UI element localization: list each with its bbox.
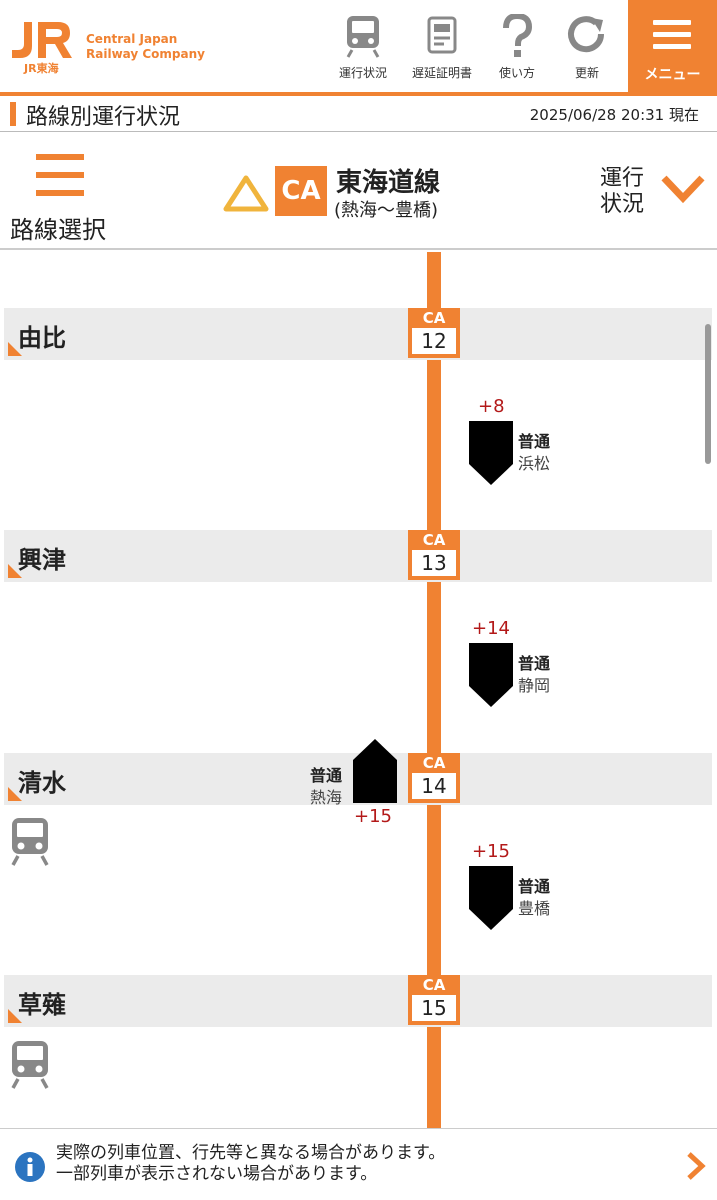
info-icon	[15, 1152, 45, 1182]
chevron-right-icon	[687, 1152, 706, 1180]
station-row-kusanagi[interactable]: 草薙	[4, 975, 712, 1027]
delay-certificate-label: 遅延証明書	[411, 66, 472, 80]
question-icon	[503, 14, 533, 57]
how-to-use-label: 使い方	[498, 66, 535, 80]
app-header: JR東海 Central Japan Railway Company 運行状況 …	[0, 0, 717, 96]
update-timestamp: 2025/06/28 20:31 現在	[529, 106, 699, 124]
line-name: 東海道線	[336, 168, 441, 198]
refresh-icon	[568, 16, 605, 53]
route-select-label: 路線選択	[10, 216, 106, 244]
menu-button[interactable]: メニュー	[628, 0, 717, 92]
train-marker[interactable]: +14 普通 静岡	[466, 618, 586, 710]
refresh-button[interactable]: 更新	[548, 10, 626, 90]
jr-central-logo[interactable]: JR東海 Central Japan Railway Company	[10, 20, 210, 80]
hamburger-icon	[653, 20, 691, 50]
train-icon	[11, 818, 49, 866]
hamburger-icon	[36, 154, 84, 198]
train-type: 普通	[518, 432, 551, 451]
train-down-arrow-icon	[469, 643, 513, 707]
track-line	[427, 252, 441, 1128]
station-code-line: CA	[422, 309, 446, 327]
station-name: 清水	[18, 769, 66, 797]
train-icon	[11, 1041, 49, 1089]
station-code-badge: CA 13	[408, 530, 460, 580]
station-row-yui[interactable]: 由比	[4, 308, 712, 360]
refresh-label: 更新	[574, 66, 599, 80]
line-header: 路線選択 CA 東海道線 (熱海〜豊橋) 運行状況	[0, 132, 717, 250]
how-to-use-button[interactable]: 使い方	[478, 10, 556, 90]
station-code-badge: CA 15	[408, 975, 460, 1025]
train-delay: +14	[472, 618, 510, 639]
status-select-button[interactable]: 運行状況	[600, 166, 710, 226]
logo-text-line1: Central Japan	[86, 32, 178, 46]
station-code-number: 12	[412, 328, 456, 354]
station-code-line: CA	[422, 531, 446, 549]
status-select-label: 運行状況	[600, 166, 645, 217]
train-destination: 静岡	[518, 676, 551, 695]
line-diagram: 由比 CA 12 興津 CA 13 清水 CA 14 草薙 CA 15	[0, 252, 717, 1128]
train-delay: +8	[478, 396, 505, 417]
station-code-line: CA	[422, 754, 446, 772]
station-code-badge: CA 12	[408, 308, 460, 358]
train-type: 普通	[310, 766, 343, 785]
train-up-arrow-icon	[353, 739, 397, 803]
menu-label: メニュー	[644, 67, 701, 83]
train-down-arrow-icon	[469, 866, 513, 930]
title-accent-mark	[10, 102, 16, 126]
chevron-down-icon	[661, 175, 705, 204]
station-corner-mark	[8, 564, 22, 578]
train-destination: 浜松	[518, 454, 551, 473]
station-code-number: 15	[412, 995, 456, 1021]
train-type: 普通	[518, 877, 551, 896]
notice-line1: 実際の列車位置、行先等と異なる場合があります。	[56, 1143, 446, 1163]
train-marker[interactable]: +15 普通 豊橋	[466, 841, 586, 933]
train-delay: +15	[354, 806, 392, 827]
certificate-icon	[427, 16, 457, 54]
train-down-arrow-icon	[469, 421, 513, 485]
train-type: 普通	[518, 654, 551, 673]
scrollbar[interactable]	[705, 324, 711, 464]
train-delay: +15	[472, 841, 510, 862]
notice-line2: 一部列車が表示されない場合があります。	[56, 1164, 378, 1184]
train-destination: 熱海	[310, 788, 343, 807]
operation-status-label: 運行状況	[338, 66, 387, 80]
station-name: 興津	[18, 546, 66, 574]
notice-message: 実際の列車位置、行先等と異なる場合があります。 一部列車が表示されない場合があり…	[56, 1143, 445, 1185]
train-marker[interactable]: +8 普通 浜松	[466, 396, 586, 488]
page-title-bar: 路線別運行状況 2025/06/28 20:31 現在	[0, 96, 717, 132]
notice-footer[interactable]: 実際の列車位置、行先等と異なる場合があります。 一部列車が表示されない場合があり…	[0, 1128, 717, 1200]
station-corner-mark	[8, 787, 22, 801]
station-code-badge: CA 14	[408, 753, 460, 803]
logo-sub-text: JR東海	[24, 62, 59, 75]
station-code-line: CA	[422, 976, 446, 994]
delay-certificate-button[interactable]: 遅延証明書	[403, 10, 481, 90]
warning-triangle-icon	[223, 175, 269, 212]
train-destination: 豊橋	[518, 899, 551, 918]
station-row-okitsu[interactable]: 興津	[4, 530, 712, 582]
train-icon	[346, 16, 380, 58]
logo-text-line2: Railway Company	[86, 47, 205, 61]
station-code-number: 14	[412, 773, 456, 799]
train-marker[interactable]: 普通 熱海 +15	[300, 738, 404, 830]
station-code-number: 13	[412, 550, 456, 576]
station-name: 草薙	[18, 991, 66, 1019]
logo-company-name: Central Japan Railway Company	[86, 32, 205, 62]
station-name: 由比	[18, 324, 66, 352]
page-title: 路線別運行状況	[26, 105, 181, 130]
station-corner-mark	[8, 1009, 22, 1023]
operation-status-button[interactable]: 運行状況	[324, 10, 402, 90]
route-select-button[interactable]: 路線選択	[10, 154, 110, 244]
station-corner-mark	[8, 342, 22, 356]
line-code-badge: CA	[275, 166, 327, 216]
line-range: (熱海〜豊橋)	[334, 200, 439, 221]
jr-logo-icon	[12, 22, 72, 58]
